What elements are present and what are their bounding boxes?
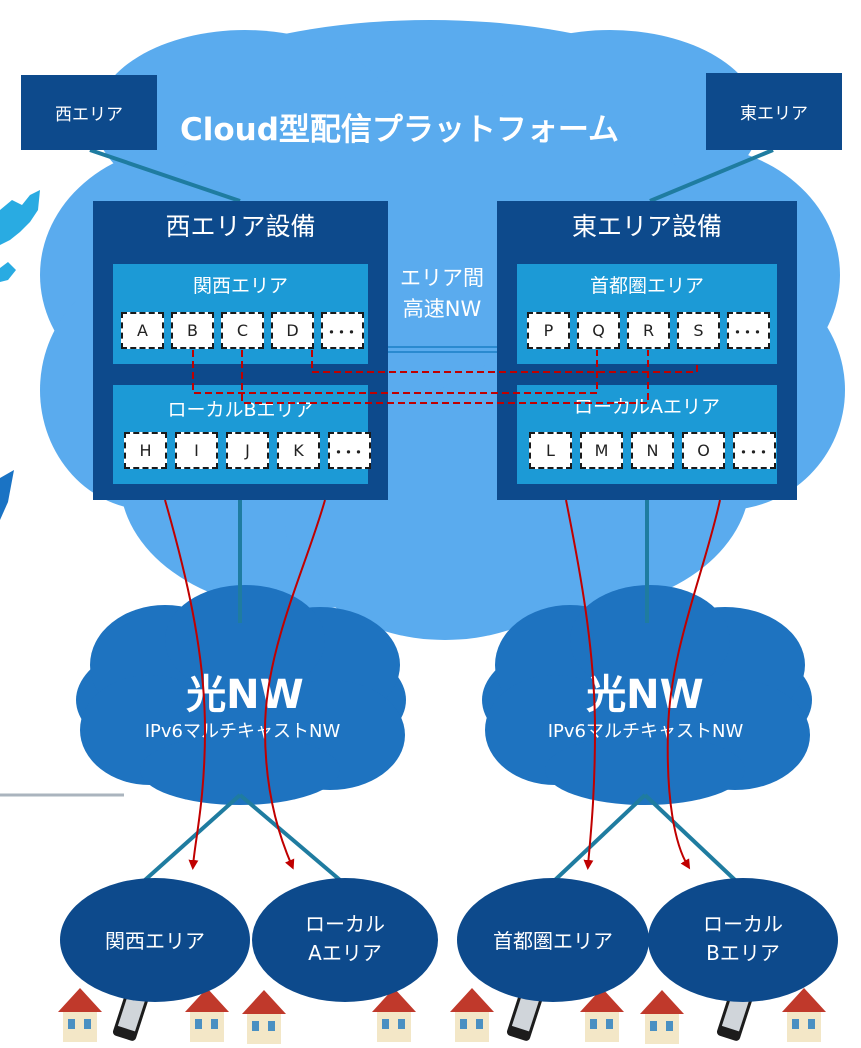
west-facility-title: 西エリア設備 [165,212,316,241]
east-area-tag: 東エリア [706,73,842,150]
area-kansai: 関西エリア [70,927,240,956]
node-more-local-a: ･･･ [733,432,776,469]
network-cloud-right [482,585,812,805]
area-kansai-line1: 関西エリア [105,929,205,953]
east-facility-title: 東エリア設備 [571,212,722,241]
node-m: M [580,432,623,469]
network-title-right: 光NW [586,672,704,718]
west-area-tag: 西エリア [21,75,157,150]
node-i: I [175,432,218,469]
node-p: P [527,312,570,349]
area-shutoken-line1: 首都圏エリア [493,929,613,953]
shutoken-zone-title: 首都圏エリア [589,275,704,297]
local-a-zone-title: ローカルAエリア [574,396,720,418]
area-local-b-line2: Bエリア [706,941,780,965]
network-title-left: 光NW [186,672,304,718]
inter-area-line1: エリア間 [400,266,484,290]
local-b-zone-title: ローカルBエリア [167,399,314,421]
node-more-local-b: ･･･ [328,432,371,469]
area-local-a: ローカル Aエリア [265,910,425,968]
area-local-b: ローカル Bエリア [663,910,823,968]
network-subtitle-left: IPv6マルチキャストNW [144,721,341,742]
node-o: O [682,432,725,469]
network-subtitle-right: IPv6マルチキャストNW [547,721,744,742]
area-local-b-line1: ローカル [703,912,783,936]
node-h: H [124,432,167,469]
node-n: N [631,432,674,469]
area-local-a-line2: Aエリア [308,941,382,965]
node-q: Q [577,312,620,349]
kansai-zone-title: 関西エリア [192,275,288,297]
japan-map-fragment [0,190,40,520]
area-local-a-line1: ローカル [305,912,385,936]
area-shutoken: 首都圏エリア [468,927,638,956]
node-more-kansai: ･･･ [321,312,364,349]
inter-area-label: エリア間 高速NW [390,263,494,325]
node-k: K [277,432,320,469]
node-s: S [677,312,720,349]
node-r: R [627,312,670,349]
platform-title: Cloud型配信プラットフォーム [180,112,620,148]
inter-area-line2: 高速NW [402,297,482,321]
node-a: A [121,312,164,349]
node-d: D [271,312,314,349]
node-l: L [529,432,572,469]
node-j: J [226,432,269,469]
node-c: C [221,312,264,349]
node-more-shutoken: ･･･ [727,312,770,349]
node-b: B [171,312,214,349]
